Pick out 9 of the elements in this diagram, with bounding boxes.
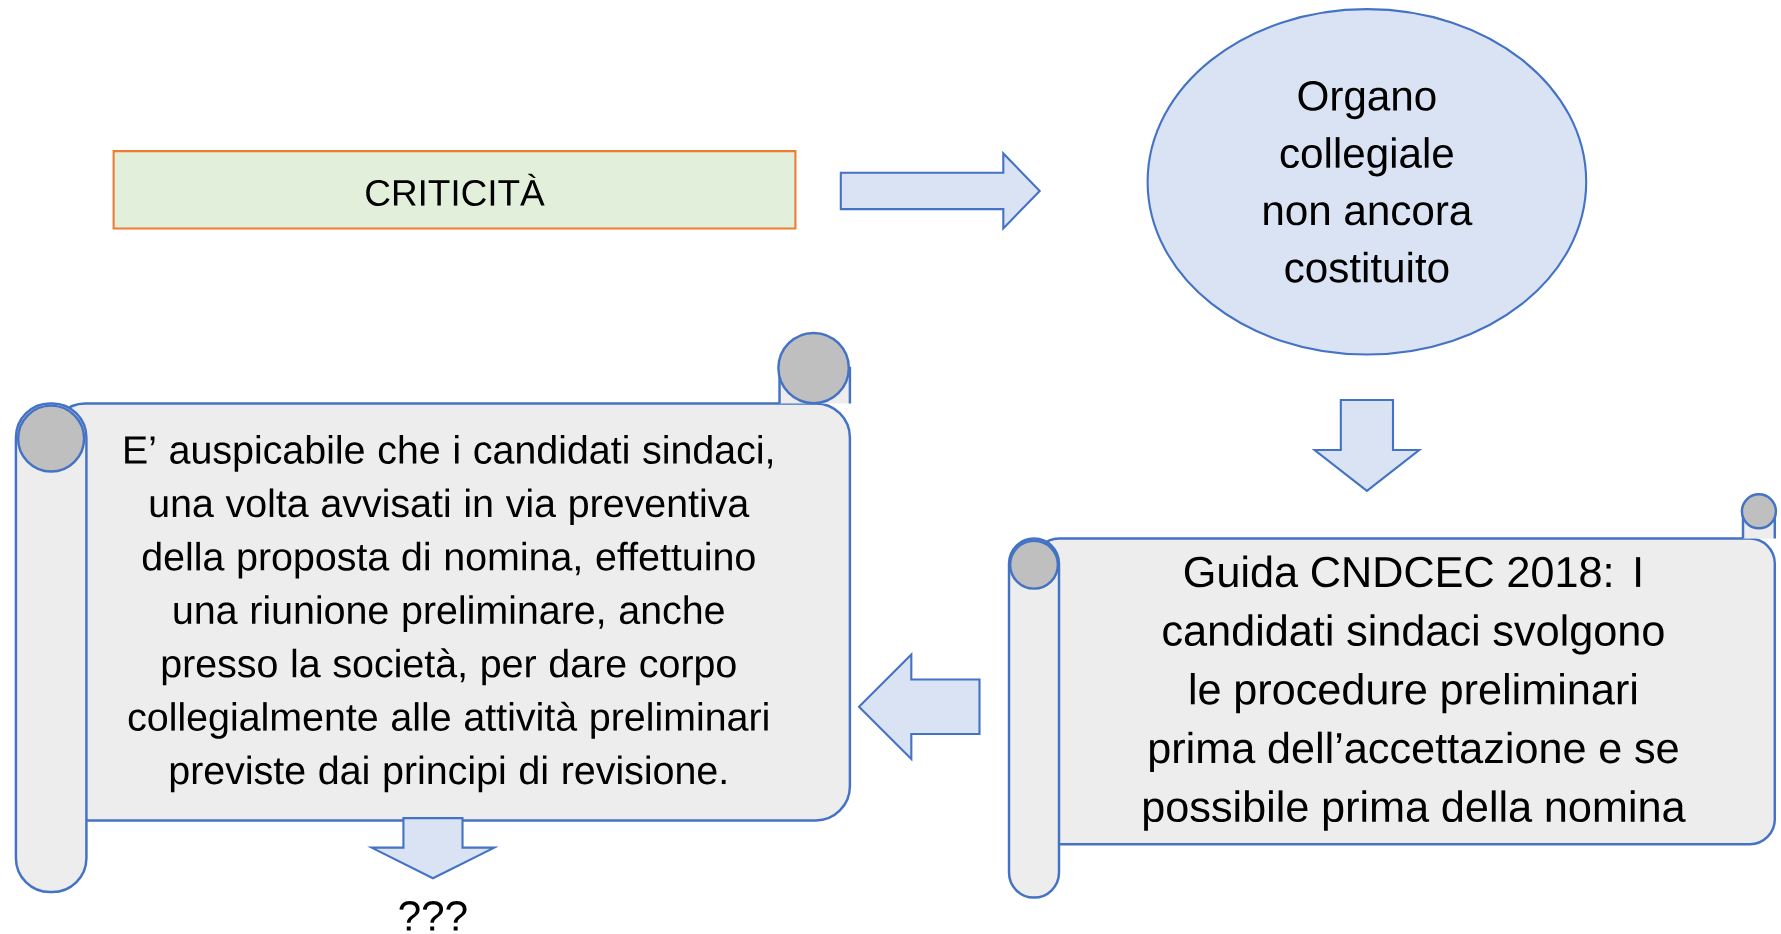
label-box: CRITICITÀ xyxy=(112,150,797,230)
block-arrow xyxy=(839,150,1042,231)
block-arrow xyxy=(367,817,499,880)
ellipse-node: Organo collegiale non ancora costituito xyxy=(1146,8,1588,356)
block-arrow xyxy=(857,651,981,762)
block-arrow xyxy=(1311,398,1423,493)
scroll-banner: Guida CNDCEC 2018: I candidati sindaci svolgono le procedure preliminari prima dell’accettazione e se possibile prima della nomina xyxy=(1007,493,1778,899)
scroll-banner: E’ auspicabile che i candidati sindaci, una volta avvisati in via preventiva della proposta di nomina, effettuino una riunione preliminare, anche presso la società, per dare corpo collegialmente alle attività preliminari previste dai principi di revisione. xyxy=(14,331,852,894)
question-marks: ??? xyxy=(399,901,467,931)
